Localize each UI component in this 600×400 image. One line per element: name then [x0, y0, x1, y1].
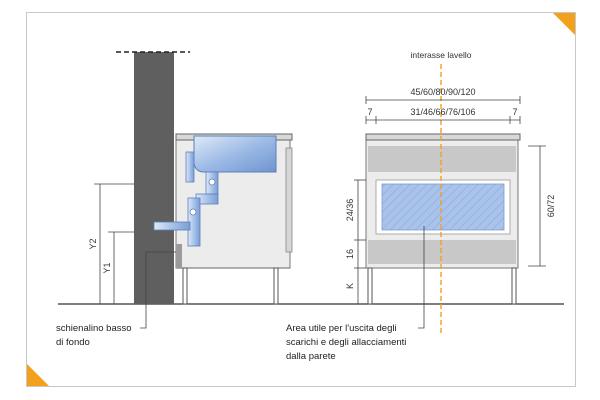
front-leg-left — [367, 267, 373, 305]
height-top-label: 24/36 — [345, 199, 355, 222]
usable-area-label-line: scarichi e degli allacciamenti — [286, 337, 407, 348]
corner-accent-top-right — [553, 13, 575, 35]
front-worktop — [365, 133, 521, 141]
sink-basin — [193, 135, 277, 173]
back-panel-leader — [140, 252, 147, 329]
drain-outlet — [153, 221, 191, 231]
back-panel-label-line: di fondo — [56, 337, 90, 348]
front-top-band — [368, 146, 516, 172]
overall-width-label: 45/60/80/90/120 — [410, 87, 475, 97]
side-door — [285, 147, 293, 253]
wall — [134, 52, 174, 304]
back-panel-label-line: schienalino basso — [56, 323, 132, 334]
side-leg-left — [182, 267, 188, 305]
usable-area — [381, 183, 505, 231]
inner-width-label: 31/46/66/76/106 — [410, 107, 475, 117]
usable-area-label-line: dalla parete — [286, 351, 336, 362]
corner-accent-bottom-left — [27, 364, 49, 386]
height-total-label: 60/72 — [546, 195, 556, 218]
sink-axis-label: interasse lavello — [411, 50, 472, 60]
side-clearance-left: 7 — [367, 107, 372, 117]
usable-area-label-line: Area utile per l'uscita degli — [286, 323, 397, 334]
pipe-joint — [208, 178, 216, 186]
height-bottom-label: K — [345, 283, 355, 289]
usable-area-label: Area utile per l'uscita degli scarichi e… — [286, 322, 406, 364]
back-panel-label: schienalino basso di fondo — [56, 322, 132, 350]
y2-label: Y2 — [88, 238, 98, 249]
overflow-pipe — [185, 151, 195, 183]
usable-area-leader — [418, 226, 425, 329]
side-leg-right — [273, 267, 279, 305]
back-panel — [176, 244, 182, 268]
height-mid-label: 16 — [345, 249, 355, 259]
side-clearance-right: 7 — [512, 107, 517, 117]
front-leg-right — [511, 267, 517, 305]
front-bottom-band — [368, 240, 516, 264]
y1-label: Y1 — [102, 262, 112, 273]
pipe-joint — [189, 208, 197, 216]
